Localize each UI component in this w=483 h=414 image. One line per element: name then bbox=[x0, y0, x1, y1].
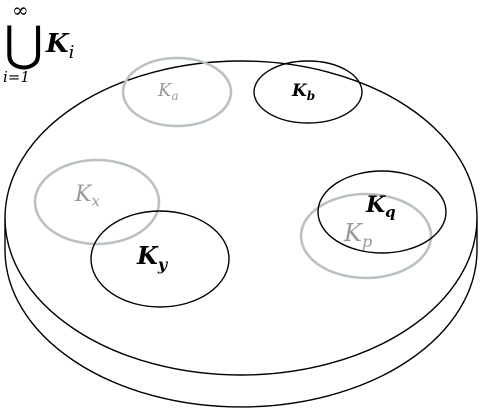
set-circle-a bbox=[121, 56, 233, 128]
formula-term: Ki bbox=[45, 29, 74, 63]
set-label-x: Kx bbox=[74, 182, 100, 210]
union-formula: ∞ ⋃ i=1 Ki bbox=[3, 0, 74, 86]
set-circle-y bbox=[90, 210, 230, 308]
set-circle-q bbox=[317, 170, 447, 254]
set-label-p: Kp bbox=[343, 219, 372, 251]
set-label-a: Ka bbox=[157, 80, 179, 103]
disk-top bbox=[4, 60, 478, 376]
disk bbox=[4, 60, 478, 408]
set-circle-b bbox=[253, 60, 363, 124]
set-label-b: Kb bbox=[291, 81, 315, 103]
set-circle-p bbox=[299, 192, 433, 280]
set-label-y: Ky bbox=[136, 241, 169, 274]
set-circle-x bbox=[33, 158, 161, 246]
formula-union-operator: ⋃ bbox=[4, 16, 43, 72]
set-label-q: Kq bbox=[365, 192, 396, 221]
formula-lower-limit: i=1 bbox=[3, 68, 30, 86]
formula-upper-limit: ∞ bbox=[12, 0, 29, 22]
